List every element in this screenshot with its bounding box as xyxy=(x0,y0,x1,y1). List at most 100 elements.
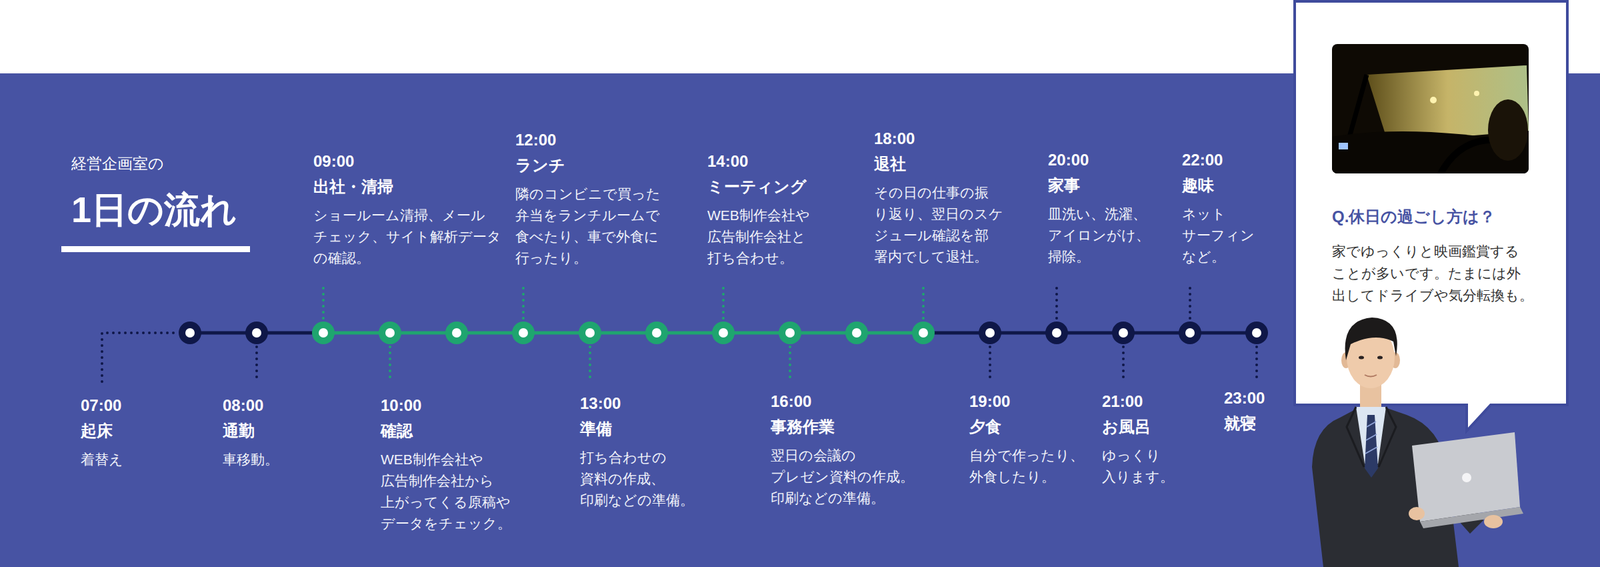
dot-center xyxy=(318,328,328,338)
driver-silhouette xyxy=(1488,99,1528,161)
callout-question: Q.休日の過ごし方は？ xyxy=(1332,204,1569,229)
event-description: 隣のコンビニで買った 弁当をランチルームで 食べたり、車で外食に 行ったり。 xyxy=(515,183,663,269)
timeline-event: 22:00趣味ネット サーフィン など。 xyxy=(1182,147,1257,268)
event-time: 16:00 xyxy=(770,388,916,414)
mouth xyxy=(1364,374,1377,377)
dot-center xyxy=(585,328,595,338)
event-description: 翌日の会議の プレゼン資料の作成。 印刷などの準備。 xyxy=(770,444,916,509)
timeline-event: 21:00お風呂ゆっくり 入ります。 xyxy=(1102,388,1176,488)
hand xyxy=(1484,514,1503,528)
timeline-dot xyxy=(1045,321,1068,344)
dot-center xyxy=(1185,328,1195,338)
tie xyxy=(1364,414,1378,478)
hand xyxy=(1408,506,1425,520)
timeline-dot xyxy=(245,321,268,344)
street-light xyxy=(1499,102,1508,111)
timeline-dot xyxy=(645,321,668,344)
dot-center xyxy=(918,328,928,338)
steering-wheel xyxy=(1440,140,1500,174)
eye xyxy=(1358,356,1364,360)
leader-line xyxy=(722,288,725,319)
timeline-dot xyxy=(178,321,202,344)
windshield-glow xyxy=(1366,65,1529,143)
event-time: 09:00 xyxy=(313,148,504,174)
ear xyxy=(1341,352,1351,368)
event-title: 確認 xyxy=(380,418,514,444)
event-title: 退社 xyxy=(874,151,1006,177)
timeline-dot xyxy=(712,321,735,344)
dot-center xyxy=(1052,328,1062,338)
leader-line xyxy=(1188,288,1192,319)
timeline-segment xyxy=(323,331,924,335)
dot-center xyxy=(852,328,862,338)
car-photo xyxy=(1332,44,1529,174)
eye xyxy=(1377,356,1383,360)
dot-center xyxy=(185,328,195,338)
event-time: 22:00 xyxy=(1182,147,1257,173)
timeline-event: 10:00確認WEB制作会社や 広告制作会社から 上がってくる原稿や データをチ… xyxy=(380,392,514,534)
event-title: 趣味 xyxy=(1182,172,1257,198)
dot-center xyxy=(985,328,995,338)
shirt xyxy=(1356,406,1386,464)
leader-line xyxy=(1055,288,1058,319)
a-pillar xyxy=(1346,74,1367,147)
title-underline xyxy=(61,246,250,252)
event-time: 19:00 xyxy=(969,388,1086,414)
event-time: 13:00 xyxy=(580,390,696,416)
event-title: 就寝 xyxy=(1224,410,1265,436)
street-light xyxy=(1474,90,1480,96)
tie-stripe xyxy=(1365,446,1378,454)
timeline-dot xyxy=(312,321,335,344)
leader-line xyxy=(988,346,992,382)
event-time: 14:00 xyxy=(707,148,812,174)
timeline-dot xyxy=(1178,321,1202,344)
event-time: 07:00 xyxy=(80,392,126,418)
callout-answer: 家でゆっくりと映画鑑賞する ことが多いです。たまには外 出してドライブや気分転換… xyxy=(1332,240,1536,306)
leader-line xyxy=(1122,346,1125,382)
dot-center xyxy=(385,328,395,338)
timeline-event: 23:00就寝 xyxy=(1224,385,1265,436)
event-description: その日の仕事の振 り返り、翌日のスケ ジュール確認を部 署内でして退社。 xyxy=(874,182,1006,268)
dot-center xyxy=(1118,328,1128,338)
event-title: ミーティング xyxy=(707,174,812,200)
dot-center xyxy=(652,328,662,338)
timeline-dot xyxy=(1112,321,1135,344)
neck xyxy=(1360,381,1382,411)
event-description: 着替え xyxy=(80,448,126,470)
event-title: 起床 xyxy=(80,418,126,444)
event-description: ネット サーフィン など。 xyxy=(1182,203,1257,268)
event-description: WEB制作会社や 広告制作会社から 上がってくる原稿や データをチェック。 xyxy=(380,448,514,534)
timeline-dot xyxy=(512,321,535,344)
tie-stripe xyxy=(1366,434,1377,440)
dot-center xyxy=(252,328,262,338)
person-figure xyxy=(1312,317,1524,567)
laptop-lid xyxy=(1412,432,1520,522)
event-time: 12:00 xyxy=(515,127,663,153)
timeline-dot xyxy=(845,321,868,344)
event-title: 通勤 xyxy=(222,418,281,444)
event-time: 20:00 xyxy=(1048,147,1152,173)
leader-line xyxy=(322,288,325,319)
diagram-title: 1日の流れ xyxy=(71,187,237,232)
timeline-segment xyxy=(923,331,1257,335)
tie-stripe xyxy=(1366,421,1376,427)
face xyxy=(1346,326,1395,388)
lapel xyxy=(1346,406,1364,467)
event-title: 出社・清掃 xyxy=(313,174,504,200)
timeline-event: 07:00起床着替え xyxy=(80,392,126,470)
dashboard xyxy=(1332,131,1529,174)
timeline-dot xyxy=(778,321,802,344)
event-title: ランチ xyxy=(515,152,663,178)
leader-line xyxy=(788,346,792,382)
timeline-event: 18:00退社その日の仕事の振 り返り、翌日のスケ ジュール確認を部 署内でして… xyxy=(874,126,1006,268)
leader-line xyxy=(1255,346,1258,382)
event-time: 18:00 xyxy=(874,126,1006,152)
suit xyxy=(1312,406,1459,567)
nav-screen xyxy=(1338,142,1348,150)
event-title: 事務作業 xyxy=(770,414,916,440)
timeline-dot xyxy=(912,321,935,344)
timeline-dots xyxy=(178,321,1268,344)
event-title: 夕食 xyxy=(969,414,1086,440)
timeline-event: 13:00準備打ち合わせの 資料の作成、 印刷などの準備。 xyxy=(580,390,696,511)
